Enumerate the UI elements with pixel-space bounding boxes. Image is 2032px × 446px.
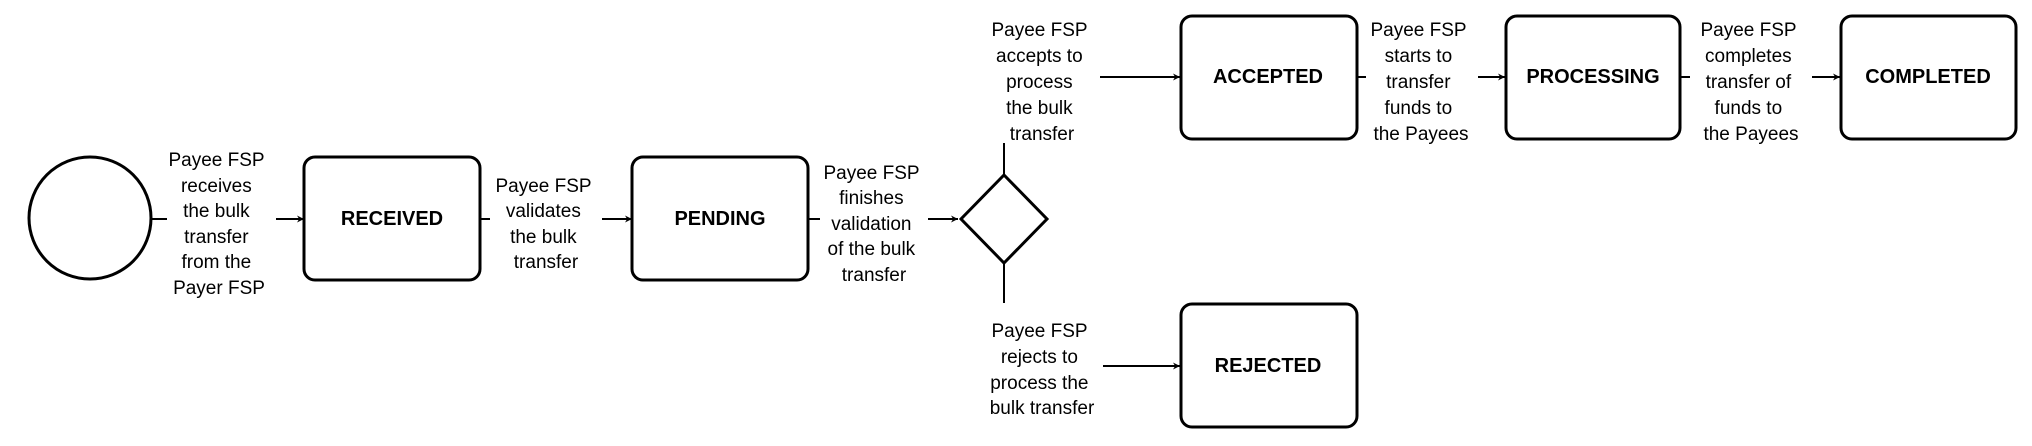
edge-label-line: the Payees [1373, 124, 1468, 145]
processing-label: PROCESSING [1526, 66, 1659, 88]
edge-label-line: the Payees [1703, 124, 1798, 145]
edge-label-line: validates [506, 201, 581, 222]
edge-label-line: transfer of [1706, 72, 1792, 93]
processing-node [1504, 14, 1682, 141]
accepted-label: ACCEPTED [1213, 66, 1323, 88]
edge-label-line: validation [831, 214, 911, 235]
edge-label-decision-to-accepted: Payee FSP accepts to process the bulk tr… [991, 20, 1092, 145]
edge-label-line: funds to [1385, 98, 1453, 119]
completed-node [1839, 14, 2018, 141]
edge-label-line: Payee FSP [495, 176, 591, 197]
edge-label-line: process the [990, 373, 1088, 394]
edge-label-decision-to-rejected: Payee FSP rejects to process the bulk tr… [990, 321, 1095, 419]
edge-label-start-to-received: Payee FSP receives the bulk transfer fro… [168, 150, 269, 299]
edge-label-line: Payee FSP [991, 321, 1087, 342]
edge-label-line: Payee FSP [823, 163, 919, 184]
edge-label-line: Payer FSP [173, 278, 265, 299]
edge-label-line: transfer [1010, 124, 1075, 145]
edge-label-accepted-to-processing: Payee FSP starts to transfer funds to th… [1370, 20, 1471, 145]
edge-label-line: from the [182, 252, 252, 273]
edge-label-line: transfer [1386, 72, 1451, 93]
edge-label-line: Payee FSP [168, 150, 264, 171]
accepted-node [1179, 14, 1359, 141]
edge-label-line: of the bulk [828, 239, 916, 260]
edge-label-line: rejects to [1001, 347, 1078, 368]
pending-label: PENDING [674, 208, 765, 230]
edge-label-line: starts to [1385, 46, 1453, 67]
edge-label-received-to-pending: Payee FSP validates the bulk transfer [495, 176, 596, 273]
edge-label-pending-to-decision: Payee FSP finishes validation of the bul… [823, 163, 924, 286]
received-label: RECEIVED [341, 208, 443, 230]
edge-label-line: transfer [184, 227, 249, 248]
edge-label-line: completes [1705, 46, 1792, 67]
completed-label: COMPLETED [1865, 66, 1991, 88]
edge-label-line: bulk transfer [990, 398, 1095, 419]
edge-label-line: Payee FSP [991, 20, 1087, 41]
edge-label-line: the bulk [510, 227, 577, 248]
edge-label-line: transfer [514, 252, 579, 273]
edge-label-line: the bulk [1006, 98, 1073, 119]
edge-label-processing-to-completed: Payee FSP completes transfer of funds to… [1700, 20, 1801, 145]
edge-label-line: transfer [842, 265, 907, 286]
rejected-label: REJECTED [1215, 355, 1322, 377]
pending-node [630, 155, 810, 282]
edge-label-line: finishes [839, 188, 903, 209]
start-node [27, 155, 153, 281]
edge-label-line: process [1006, 72, 1073, 93]
decision-node [958, 172, 1050, 266]
edge-label-line: receives [181, 176, 252, 197]
edge-label-line: Payee FSP [1370, 20, 1466, 41]
edge-label-line: accepts to [996, 46, 1083, 67]
edge-label-line: Payee FSP [1700, 20, 1796, 41]
rejected-node [1179, 302, 1359, 429]
edge-label-line: funds to [1715, 98, 1783, 119]
received-node [302, 155, 482, 282]
edge-label-line: the bulk [183, 201, 250, 222]
